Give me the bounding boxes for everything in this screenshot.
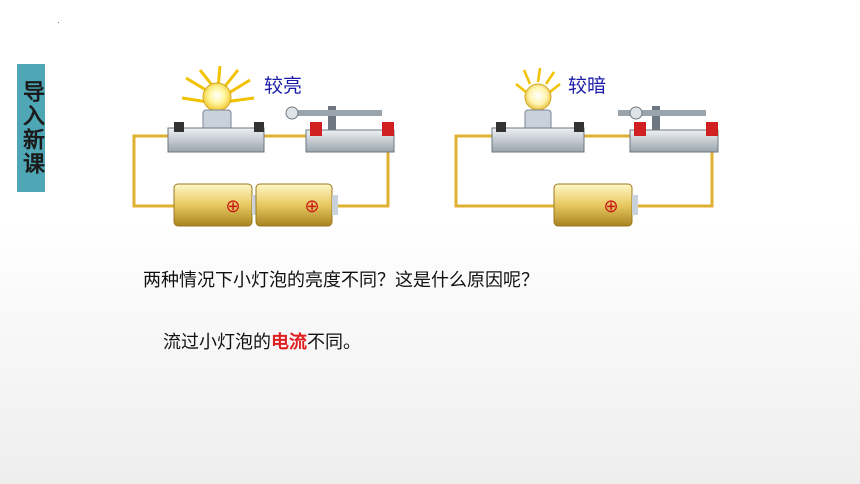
decor-dot [58, 22, 59, 23]
light-rays [515, 67, 561, 93]
switch-base [629, 129, 719, 153]
answer-suffix: 不同。 [307, 332, 361, 353]
circuit-diagram-bright: ⊕ ⊕ 较亮 [132, 66, 395, 227]
brightness-caption: 较暗 [568, 75, 606, 97]
brightness-caption: 较亮 [264, 75, 302, 97]
switch-terminal-icon [706, 122, 718, 136]
question-text: 两种情况下小灯泡的亮度不同？这是什么原因呢？ [143, 270, 539, 291]
answer-text: 流过小灯泡的电流不同。 [163, 328, 361, 354]
switch-knob [629, 106, 643, 120]
wire [332, 128, 390, 208]
battery-cap [252, 195, 258, 215]
terminal-icon [574, 122, 584, 132]
battery-plus-icon: ⊕ [225, 196, 240, 217]
switch-base [305, 129, 395, 153]
terminal-icon [254, 122, 264, 132]
battery-cap [332, 195, 338, 215]
bulb-icon [202, 82, 232, 112]
section-label: 导入新课 [17, 64, 45, 192]
wire [132, 134, 181, 208]
terminal-icon [174, 122, 184, 132]
battery-cap [632, 195, 638, 215]
battery [553, 183, 633, 227]
answer-highlight: 电流 [271, 332, 307, 353]
circuit-diagram-dim: ⊕ 较暗 [454, 67, 719, 227]
bulb-socket [202, 109, 232, 131]
switch-pivot [652, 106, 660, 130]
bulb-icon [524, 83, 552, 111]
lamp-base [491, 127, 585, 153]
wire [454, 134, 554, 208]
switch-terminal-icon [634, 122, 646, 136]
wire [632, 128, 714, 208]
switch-knob [285, 106, 299, 120]
circuit-panel-bright: ⊕ ⊕ 较亮 [126, 66, 398, 230]
circuit-panel-dim: ⊕ 较暗 [446, 66, 724, 230]
battery-plus-icon: ⊕ [304, 196, 319, 217]
switch-terminal-icon [382, 122, 394, 136]
answer-prefix: 流过小灯泡的 [163, 332, 271, 353]
battery-plus-icon: ⊕ [603, 196, 618, 217]
terminal-icon [496, 122, 506, 132]
bulb-socket [524, 109, 552, 131]
switch-terminal-icon [310, 122, 322, 136]
switch-pivot [328, 106, 336, 130]
battery [255, 183, 333, 227]
